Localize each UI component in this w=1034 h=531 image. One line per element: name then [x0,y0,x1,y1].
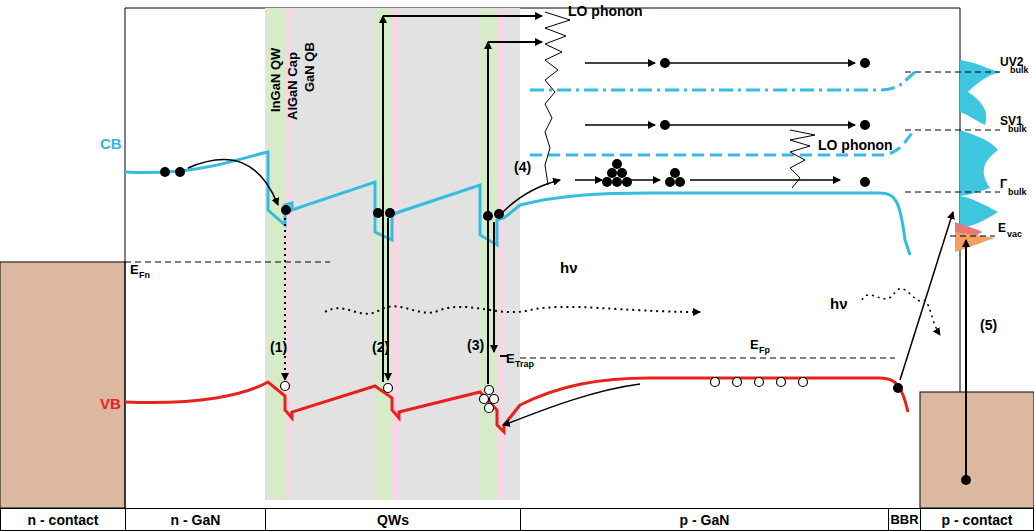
region-cell: p - GaN [520,508,889,531]
level-subscript: Fp [759,346,770,356]
level-subscript: bulk [1010,66,1029,76]
callout-number: (5) [980,318,997,333]
region-cell: BBR [888,508,921,531]
region-cell: p - contact [920,508,1034,531]
level-subscript: Trap [515,360,534,370]
region-label: n - GaN [171,512,221,528]
level-subscript: Fn [139,271,150,281]
level-subscript: bulk [1008,125,1027,135]
region-label: n - contact [28,512,99,528]
layer-label: InGaN QW [269,48,283,112]
band-label: CB [100,136,122,153]
level-subscript: vac [1007,230,1022,240]
band-label: VB [100,396,121,413]
level-subscript: bulk [1008,188,1027,198]
phonon-label: LO phonon [568,4,643,19]
region-label: BBR [890,512,918,527]
level-label: E [130,263,139,277]
callout-number: (2) [372,340,389,355]
level-label: E [750,338,759,352]
level-label: E [998,222,1006,235]
phonon-label: LO phonon [818,138,893,153]
region-label: p - contact [942,512,1013,528]
layer-label: GaN QB [303,42,317,92]
callout-number: (3) [467,338,484,353]
photon-label: hν [830,296,848,313]
region-cell: n - GaN [125,508,266,531]
callout-number: (1) [270,340,287,355]
region-cell: n - contact [0,508,126,531]
callout-number: (4) [514,160,531,175]
level-label: Γ [1000,178,1007,191]
region-cell: QWs [265,508,521,531]
photon-label: hν [560,260,578,277]
region-label: QWs [377,512,409,528]
level-label: E [506,352,515,366]
layer-label: AlGaN Cap [286,52,300,120]
region-label: p - GaN [680,512,730,528]
